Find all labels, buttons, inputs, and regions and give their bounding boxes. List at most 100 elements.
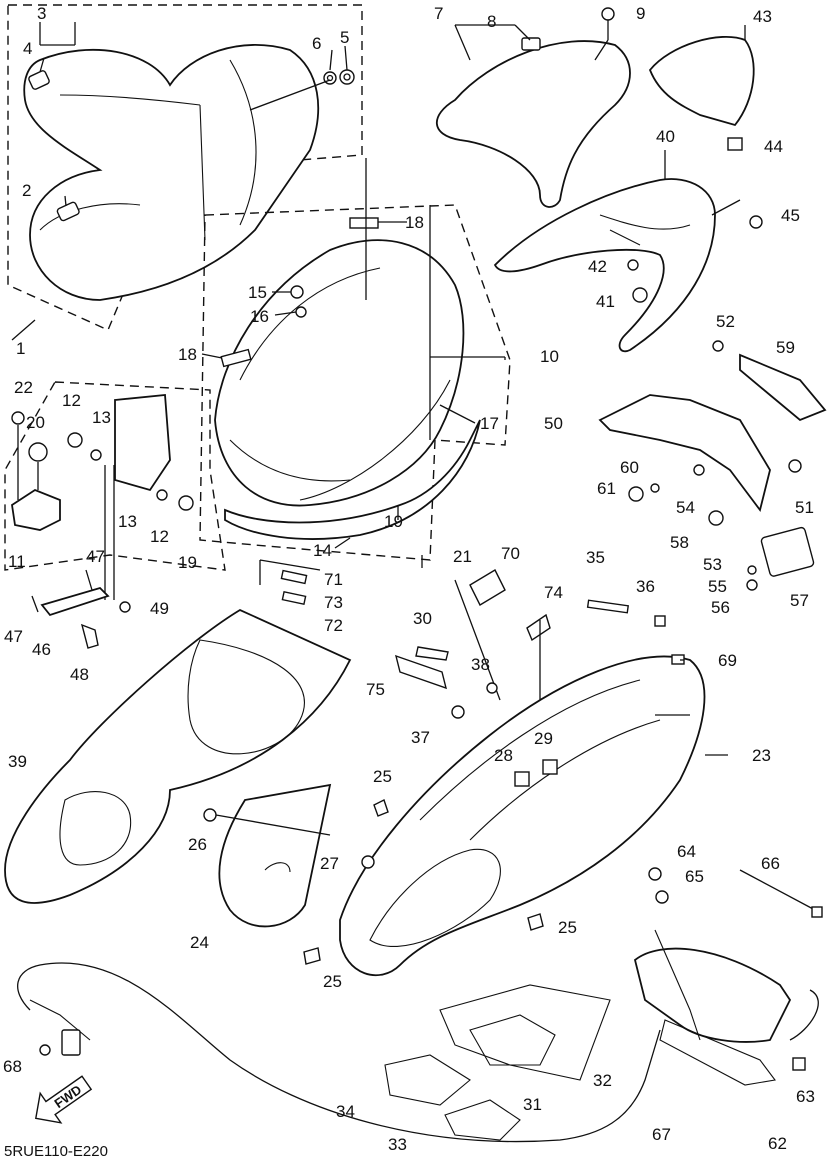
bracket-11 — [11, 488, 61, 531]
label-35: 35 — [586, 548, 605, 567]
bolt-42 — [627, 259, 639, 271]
bracket-plate — [114, 394, 171, 492]
nut-25c — [303, 947, 321, 965]
seat-group — [7, 4, 363, 341]
bracket-62 — [633, 947, 792, 1043]
part-number-labels: 3 4 6 5 2 1 7 8 9 43 44 40 45 42 41 18 1… — [3, 4, 815, 1154]
pad-74 — [526, 613, 551, 642]
label-5: 5 — [340, 28, 349, 47]
label-62: 62 — [768, 1134, 787, 1153]
label-13b: 13 — [118, 512, 137, 531]
label-45: 45 — [781, 206, 800, 225]
nut-25a — [373, 799, 389, 817]
label-54: 54 — [676, 498, 695, 517]
label-31: 31 — [523, 1095, 542, 1114]
pad-18b — [220, 348, 252, 368]
label-9: 9 — [636, 4, 645, 23]
label-20: 20 — [26, 413, 45, 432]
damper-20 — [28, 442, 48, 462]
label-37: 37 — [411, 728, 430, 747]
nut-58 — [708, 510, 724, 526]
side-cover-40 — [493, 178, 716, 353]
mat-31 — [469, 1014, 556, 1066]
screw-37 — [451, 705, 465, 719]
label-11: 11 — [8, 552, 26, 571]
pad-71 — [280, 569, 308, 585]
bolt-22 — [11, 411, 25, 425]
label-26: 26 — [188, 835, 207, 854]
label-18b: 18 — [178, 345, 197, 364]
screw-27 — [361, 855, 375, 869]
label-24: 24 — [190, 933, 209, 952]
pad-18a — [349, 217, 379, 229]
nut-5 — [339, 69, 355, 85]
screw-26 — [203, 808, 217, 822]
label-33: 33 — [388, 1135, 407, 1154]
flap-group — [598, 340, 827, 591]
label-32: 32 — [593, 1071, 612, 1090]
label-43: 43 — [753, 7, 772, 26]
emblem-4 — [28, 70, 50, 90]
label-67: 67 — [652, 1125, 671, 1144]
label-72: 72 — [324, 616, 343, 635]
label-10: 10 — [540, 347, 559, 366]
washer-65 — [655, 890, 669, 904]
collar-41 — [632, 287, 648, 303]
cable-67 — [17, 962, 661, 1143]
label-71: 71 — [324, 570, 343, 589]
clip-36 — [654, 615, 666, 627]
label-7: 7 — [434, 4, 443, 23]
washer-13b — [156, 489, 168, 501]
label-17: 17 — [480, 414, 499, 433]
fwd-arrow: FWD — [34, 1075, 93, 1124]
label-70: 70 — [501, 544, 520, 563]
rear-seat-group — [436, 7, 631, 208]
label-49: 49 — [150, 599, 169, 618]
label-60: 60 — [620, 458, 639, 477]
bolt-12b — [178, 495, 194, 511]
label-61: 61 — [597, 479, 616, 498]
washer-60 — [650, 483, 660, 493]
label-12b: 12 — [150, 527, 169, 546]
label-46: 46 — [32, 640, 51, 659]
diagram-code: 5RUE110-E220 — [4, 1143, 108, 1160]
mat-32 — [439, 984, 611, 1081]
bolt-49 — [119, 601, 131, 613]
label-51: 51 — [795, 498, 814, 517]
label-73: 73 — [324, 593, 343, 612]
reflector-57 — [760, 526, 815, 577]
label-27: 27 — [320, 854, 339, 873]
nut-15 — [290, 285, 304, 299]
footrest-23 — [339, 655, 706, 977]
label-56: 56 — [711, 598, 730, 617]
lead-63 — [789, 989, 819, 1041]
label-19b: 19 — [384, 512, 403, 531]
label-66: 66 — [761, 854, 780, 873]
nut-61 — [628, 486, 644, 502]
label-25a: 25 — [373, 767, 392, 786]
rear-cover-43 — [648, 36, 755, 127]
flap-50 — [598, 394, 771, 513]
label-36: 36 — [636, 577, 655, 596]
bolt-12a — [67, 432, 83, 448]
mat-34 — [384, 1054, 471, 1106]
rear-seat — [436, 40, 631, 208]
label-14: 14 — [313, 541, 332, 560]
collar-16 — [295, 306, 307, 318]
mat-group — [384, 984, 611, 1141]
label-41: 41 — [596, 292, 615, 311]
lower-bracket-group — [633, 867, 823, 1086]
pad-75 — [395, 654, 447, 690]
pad-73 — [281, 590, 307, 606]
rear-cover-group — [648, 25, 755, 151]
bolt-64 — [648, 867, 662, 881]
panel-group — [203, 783, 332, 928]
label-40: 40 — [656, 127, 675, 146]
label-53: 53 — [703, 555, 722, 574]
clip-28 — [514, 771, 530, 787]
label-75: 75 — [366, 680, 385, 699]
label-12a: 12 — [62, 391, 81, 410]
panel-24 — [218, 783, 332, 928]
label-16: 16 — [250, 307, 269, 326]
label-19a: 19 — [178, 553, 197, 572]
